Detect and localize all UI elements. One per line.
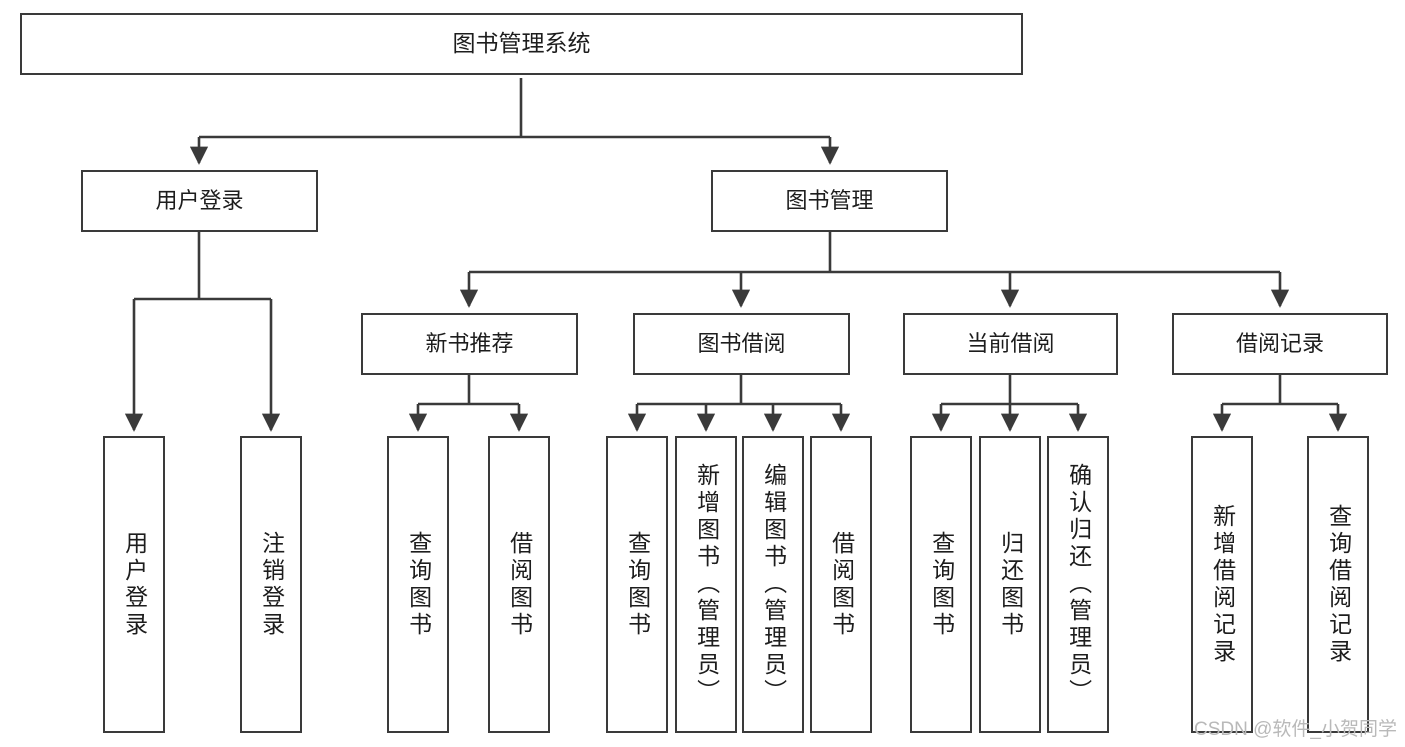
node-book-borrow[interactable]: 图书借阅 bbox=[633, 313, 850, 375]
leaf-new-book-query-book[interactable]: 查询图书 bbox=[387, 436, 449, 733]
node-label: 新增借阅记录 bbox=[1209, 503, 1236, 666]
node-label: 查询图书 bbox=[405, 530, 432, 639]
leaf-borrow-record-add-record[interactable]: 新增借阅记录 bbox=[1191, 436, 1253, 733]
node-label: 当前借阅 bbox=[966, 331, 1055, 357]
node-label: 查询借阅记录 bbox=[1325, 503, 1352, 666]
node-label: 借阅图书 bbox=[828, 530, 855, 639]
leaf-book-borrow-borrow-book[interactable]: 借阅图书 bbox=[810, 436, 872, 733]
node-label: 图书借阅 bbox=[697, 331, 786, 357]
node-new-book-recommend[interactable]: 新书推荐 bbox=[361, 313, 578, 375]
leaf-borrow-record-query-record[interactable]: 查询借阅记录 bbox=[1307, 436, 1369, 733]
node-label: 图书管理 bbox=[785, 188, 874, 214]
node-label: 用户登录 bbox=[121, 530, 148, 639]
node-borrow-record[interactable]: 借阅记录 bbox=[1172, 313, 1388, 375]
leaf-current-borrow-confirm-return-admin[interactable]: 确认归还（管理员） bbox=[1047, 436, 1109, 733]
node-root-book-management-system[interactable]: 图书管理系统 bbox=[20, 13, 1023, 75]
node-label: 图书管理系统 bbox=[452, 30, 591, 57]
leaf-current-borrow-return-book[interactable]: 归还图书 bbox=[979, 436, 1041, 733]
node-label: 查询图书 bbox=[624, 530, 651, 639]
node-user-login[interactable]: 用户登录 bbox=[81, 170, 318, 232]
node-label: 查询图书 bbox=[928, 530, 955, 639]
node-book-management[interactable]: 图书管理 bbox=[711, 170, 948, 232]
node-label: 归还图书 bbox=[997, 530, 1024, 639]
node-label: 借阅记录 bbox=[1235, 331, 1324, 357]
node-label: 新增图书（管理员） bbox=[693, 463, 720, 706]
leaf-book-borrow-edit-book-admin[interactable]: 编辑图书（管理员） bbox=[742, 436, 804, 733]
leaf-current-borrow-query-book[interactable]: 查询图书 bbox=[910, 436, 972, 733]
watermark-text: CSDN @软件_小贺同学 bbox=[1194, 719, 1397, 740]
leaf-new-book-borrow-book[interactable]: 借阅图书 bbox=[488, 436, 550, 733]
node-label: 新书推荐 bbox=[425, 331, 514, 357]
leaf-book-borrow-add-book-admin[interactable]: 新增图书（管理员） bbox=[675, 436, 737, 733]
node-label: 借阅图书 bbox=[506, 530, 533, 639]
node-label: 编辑图书（管理员） bbox=[760, 463, 787, 706]
leaf-user-login-logout[interactable]: 注销登录 bbox=[240, 436, 302, 733]
node-current-borrow[interactable]: 当前借阅 bbox=[903, 313, 1118, 375]
node-label: 用户登录 bbox=[155, 188, 244, 214]
node-label: 确认归还（管理员） bbox=[1065, 463, 1092, 706]
node-label: 注销登录 bbox=[258, 530, 285, 639]
leaf-user-login-login[interactable]: 用户登录 bbox=[103, 436, 165, 733]
leaf-book-borrow-query-book[interactable]: 查询图书 bbox=[606, 436, 668, 733]
